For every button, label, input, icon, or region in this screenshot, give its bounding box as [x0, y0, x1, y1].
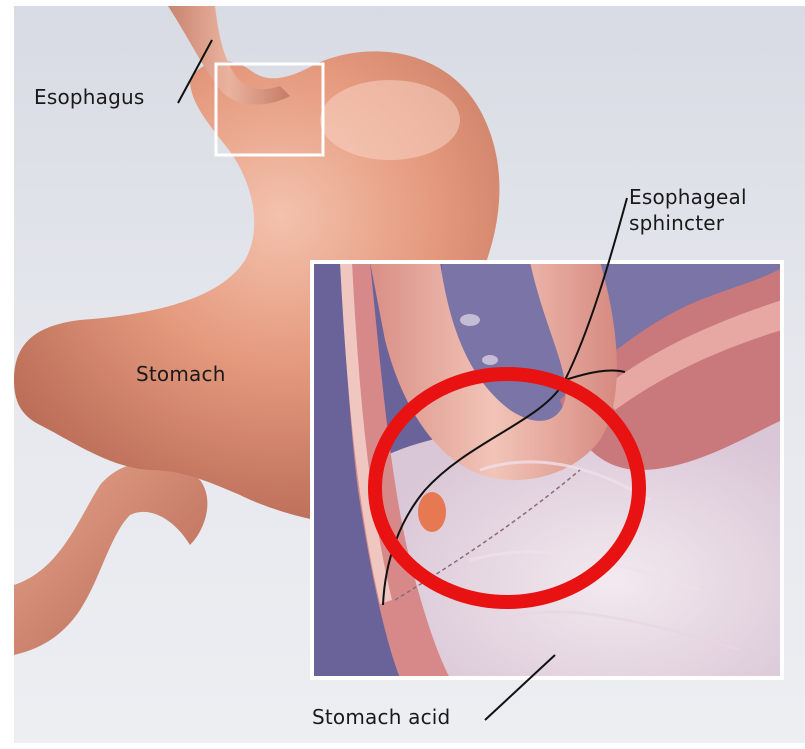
stomach-label: Stomach — [136, 363, 226, 385]
sphincter-label-line2: sphincter — [629, 212, 724, 234]
stomach-highlight — [320, 80, 460, 160]
esophagus-label: Esophagus — [34, 86, 145, 108]
stomach-acid-label: Stomach acid — [312, 706, 450, 728]
sphincter-label-line1: Esophageal — [629, 186, 747, 208]
